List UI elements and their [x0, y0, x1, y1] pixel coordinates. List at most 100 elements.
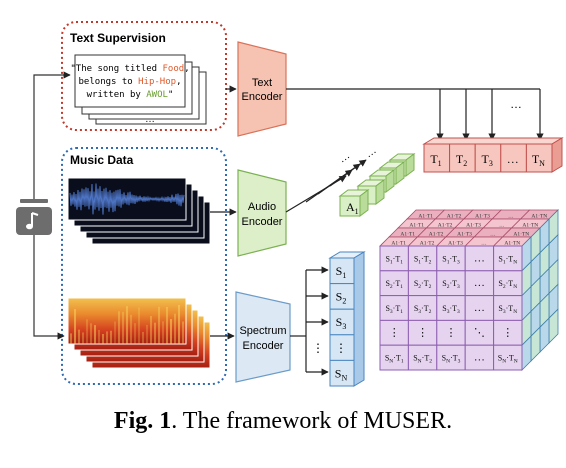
- cube-top-label: A1·TN: [504, 241, 520, 247]
- matrix-cell: [464, 270, 495, 297]
- text-token-row: T1 T2 T3 … TN: [422, 137, 564, 173]
- matrix-cell-label: S3·T1: [385, 304, 403, 315]
- text-supervision-title: Text Supervision: [70, 31, 166, 45]
- audio-token-stack: A1 …: [338, 144, 416, 217]
- spectrogram-stack: [67, 297, 211, 369]
- spectrum-token-label: S1: [336, 264, 347, 280]
- matrix-cell-label: SN·T1: [385, 354, 404, 365]
- cube-top-label: A1·T1: [409, 223, 424, 229]
- text-token-label: T3: [482, 152, 493, 168]
- audio-output-arrows: [285, 159, 367, 213]
- cube-top-label: A1·T1: [391, 241, 406, 247]
- matrix-cell: [464, 245, 495, 272]
- matrix-cell: [379, 319, 409, 346]
- cube-top-label: A1·T1: [418, 214, 433, 220]
- matrix-cell: [493, 344, 523, 371]
- muser-framework-diagram: Text Supervision "The song titled Food, …: [16, 21, 564, 387]
- svg-text:Audio: Audio: [248, 201, 276, 213]
- cube-top-label: …: [499, 223, 505, 229]
- matrix-cell-label: S2·T3: [442, 279, 460, 290]
- cube-top-label: A1·T2: [429, 232, 444, 238]
- matrix-cell: [407, 319, 438, 346]
- figure-label: Fig. 1: [113, 408, 172, 434]
- text-token-label: T2: [456, 152, 467, 168]
- matrix-cell-label: …: [474, 252, 485, 264]
- text-token: [474, 143, 502, 173]
- matrix-cell-label: ⋮: [417, 327, 428, 339]
- text-token: [500, 143, 527, 173]
- text-token-label: TN: [532, 152, 545, 168]
- cube-top-label: …: [481, 241, 487, 247]
- spectrum-token: [329, 257, 355, 285]
- spectrum-token: [329, 359, 355, 387]
- matrix-cell: [407, 344, 438, 371]
- matrix-cell-label: …: [474, 352, 485, 364]
- matrix-cell-label: S2·T1: [385, 279, 403, 290]
- cube-top-label: A1·T2: [438, 223, 453, 229]
- cube-top-label: A1·T3: [457, 232, 472, 238]
- cube-top-label: A1·TN: [531, 214, 547, 220]
- text-encoder: Text Encoder: [237, 41, 287, 137]
- music-data-title: Music Data: [70, 153, 134, 167]
- spectrum-token-label: ⋮: [335, 341, 347, 355]
- matrix-cell-label: …: [474, 302, 485, 314]
- spectrum-output-arrows: [290, 266, 329, 376]
- cube-top-label: A1·T3: [475, 214, 490, 220]
- matrix-cell: [493, 270, 523, 297]
- matrix-cell: [379, 295, 409, 321]
- matrix-cell: [407, 270, 438, 297]
- cube-top-label: A1·TN: [522, 223, 538, 229]
- cube-top-label: A1·T2: [447, 214, 462, 220]
- text-card-front: [74, 54, 186, 108]
- spectrum-token-label: S3: [336, 315, 347, 331]
- svg-text:Encoder: Encoder: [242, 216, 283, 228]
- matrix-cell-label: ⋱: [474, 327, 485, 339]
- icon-to-music-arrow: [33, 235, 65, 340]
- spectrum-token: [329, 308, 355, 336]
- matrix-cell-label: ⋮: [446, 327, 457, 339]
- svg-text:Text: Text: [252, 77, 272, 89]
- cube-top-label: A1·T2: [420, 241, 435, 247]
- matrix-cell-label: SN·TN: [498, 354, 518, 365]
- music-data-box: [61, 147, 227, 385]
- text-cards-ellipsis: …: [145, 114, 155, 125]
- cube-top-label: A1·T1: [400, 232, 415, 238]
- icon-to-text-arrow: [33, 71, 71, 199]
- matrix-cell-label: S2·TN: [498, 279, 517, 290]
- svg-text:Encoder: Encoder: [242, 91, 283, 103]
- spectrum-token: [329, 283, 355, 310]
- matrix-cell-label: S1·T3: [442, 254, 460, 265]
- caption-line-3: written by AWOL": [87, 90, 174, 100]
- audio-token-label: A1: [346, 200, 359, 216]
- text-output-bus: [286, 88, 544, 141]
- music-file-icon: [16, 199, 52, 235]
- cube-top-label: A1·T3: [448, 241, 463, 247]
- cube-top-label: A1·TN: [513, 232, 529, 238]
- text-token-label: T1: [430, 152, 441, 168]
- text-token-label: …: [507, 152, 519, 166]
- cube-top-label: A1·T3: [466, 223, 481, 229]
- waveform-stack: [67, 177, 211, 245]
- matrix-cell-label: S3·T3: [442, 304, 460, 315]
- svg-text:Spectrum: Spectrum: [239, 325, 286, 337]
- audio-arrows-ellipsis: …: [336, 149, 352, 165]
- figure-caption-text: . The framework of MUSER.: [171, 408, 453, 434]
- cube-top-label: …: [508, 214, 514, 220]
- matrix-cell-label: SN·T2: [413, 354, 432, 365]
- matrix-cell: [407, 245, 438, 272]
- matrix-cell-label: S3·T2: [414, 304, 432, 315]
- matrix-cell-label: ⋮: [502, 327, 513, 339]
- bus-ellipsis: …: [510, 97, 522, 111]
- spectrum-token-label: S2: [336, 290, 347, 306]
- text-token: [423, 143, 451, 173]
- spectrum-encoder: Spectrum Encoder: [235, 291, 291, 383]
- matrix-cell-label: S2·T2: [414, 279, 432, 290]
- matrix-cell: [464, 344, 495, 371]
- svg-text:Encoder: Encoder: [243, 340, 284, 352]
- cube-top-label: …: [490, 232, 496, 238]
- figure-caption: Fig. 1. The framework of MUSER.: [0, 408, 566, 435]
- audio-tokens-ellipsis: …: [363, 144, 379, 160]
- caption-line-2: belongs to Hip-Hop,: [79, 77, 182, 87]
